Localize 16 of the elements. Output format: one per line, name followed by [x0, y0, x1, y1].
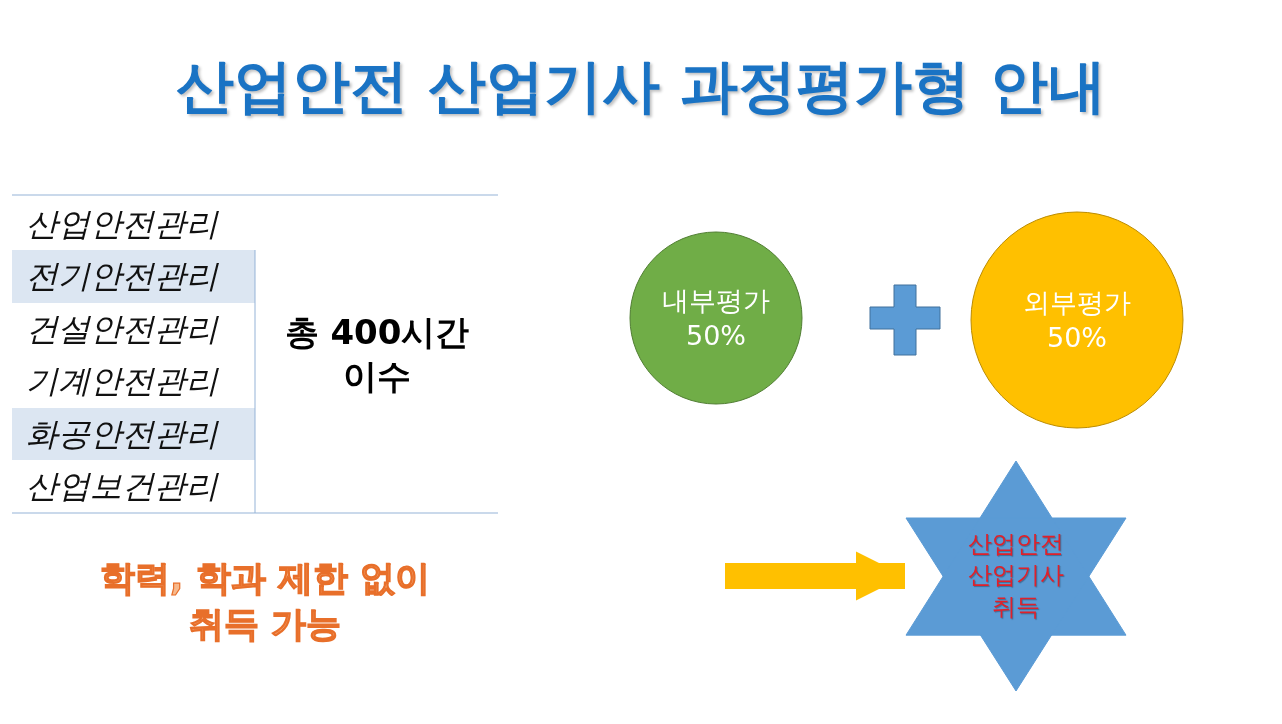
evaluation-circle: [970, 211, 1184, 429]
evaluation-circle: [629, 231, 803, 405]
node-text: 외부평가 50%: [1022, 285, 1132, 355]
node-text: 내부평가 50%: [661, 283, 771, 353]
table-cell-text: 산업안전관리: [26, 208, 218, 240]
table-cell-text: 기계안전관리: [26, 365, 218, 397]
arrow: [725, 551, 905, 601]
title: 산업안전 산업기사 과정평가형 안내: [174, 51, 1108, 122]
table-cell-text: 전기안전관리: [26, 260, 218, 292]
table-cell-text: 건설안전관리: [26, 313, 218, 345]
star-shape: [905, 460, 1127, 692]
note-text: 학력, 학과 제한 없이 취득 가능: [99, 557, 431, 646]
node-text: 산업안전 산업기사 취득: [967, 529, 1065, 623]
table-cell-text: 화공안전관리: [26, 418, 218, 450]
table-cell-text: 산업보건관리: [26, 470, 218, 502]
total-hours-text: 총 400시간 이수: [283, 311, 471, 399]
